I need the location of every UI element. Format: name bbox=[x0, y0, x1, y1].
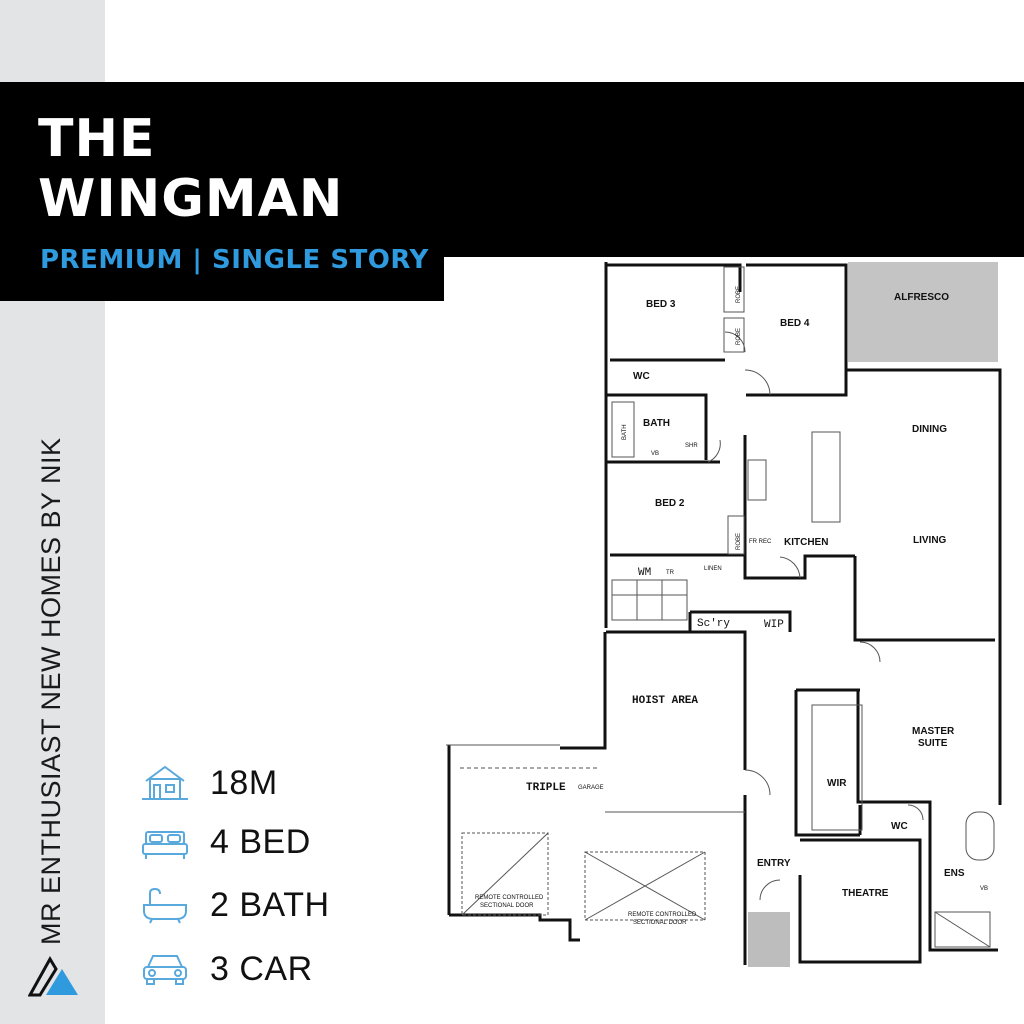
mountain-logo-icon bbox=[28, 956, 78, 997]
room-tr: TR bbox=[666, 570, 675, 576]
room-shr: SHR bbox=[685, 443, 698, 449]
room-robe-2: ROBE bbox=[736, 328, 742, 345]
bed-icon bbox=[142, 831, 188, 859]
room-living: LIVING bbox=[913, 535, 947, 546]
room-dining: DINING bbox=[912, 424, 947, 435]
stat-cars-label: 3 CAR bbox=[210, 949, 313, 988]
room-entry: ENTRY bbox=[757, 858, 791, 869]
garage-door-note-1b: SECTIONAL DOOR bbox=[480, 903, 534, 909]
house-icon bbox=[142, 765, 188, 800]
room-hoist-area: HOIST AREA bbox=[632, 695, 698, 707]
room-bed2: BED 2 bbox=[655, 498, 685, 509]
stat-cars: 3 CAR bbox=[140, 944, 400, 994]
stat-frontage: 18M bbox=[140, 758, 400, 808]
entry-porch bbox=[748, 912, 790, 967]
title-line-2: WINGMAN bbox=[38, 169, 344, 229]
room-vb-2: VB bbox=[980, 886, 988, 892]
garage-door-note-2a: REMOTE CONTROLLED bbox=[628, 912, 697, 918]
room-bath: BATH bbox=[643, 418, 670, 429]
room-wir: WIR bbox=[827, 778, 847, 789]
room-wm: WM bbox=[638, 567, 651, 579]
room-alfresco: ALFRESCO bbox=[894, 292, 949, 303]
room-wip: WIP bbox=[764, 619, 784, 631]
vertical-brand-text: MR ENTHUSIAST NEW HOMES BY NIK bbox=[36, 437, 66, 945]
stat-beds: 4 BED bbox=[140, 817, 400, 867]
room-bath-tub: BATH bbox=[622, 424, 628, 440]
room-theatre: THEATRE bbox=[842, 888, 889, 899]
subtitle: PREMIUM | SINGLE STORY bbox=[40, 245, 429, 275]
room-kitchen: KITCHEN bbox=[784, 537, 828, 548]
stat-beds-label: 4 BED bbox=[210, 822, 311, 861]
room-bed3: BED 3 bbox=[646, 299, 676, 310]
garage-door-note-1a: REMOTE CONTROLLED bbox=[475, 895, 544, 901]
room-ens: ENS bbox=[944, 868, 965, 879]
stat-baths: 2 BATH bbox=[140, 880, 400, 930]
room-master-2: SUITE bbox=[918, 738, 948, 749]
alfresco-area bbox=[848, 262, 998, 362]
room-robe-3: ROBE bbox=[736, 533, 742, 550]
room-scry: Sc'ry bbox=[697, 618, 730, 630]
room-fr-rec: FR REC bbox=[749, 539, 772, 545]
title-band bbox=[0, 82, 1024, 257]
room-garage: GARAGE bbox=[578, 785, 604, 791]
room-bed4: BED 4 bbox=[780, 318, 810, 329]
subtitle-band bbox=[0, 257, 444, 301]
room-triple: TRIPLE bbox=[526, 782, 566, 794]
bathtub-icon bbox=[143, 887, 187, 924]
room-robe-1: ROBE bbox=[736, 286, 742, 303]
garage-door-note-2b: SECTIONAL DOOR bbox=[633, 920, 687, 926]
stat-frontage-label: 18M bbox=[210, 763, 278, 802]
room-wc-2: WC bbox=[891, 821, 908, 832]
floor-plan: BED 3 BED 4 ALFRESCO ROBE ROBE WC BATH B… bbox=[446, 262, 1002, 967]
room-wc-1: WC bbox=[633, 371, 650, 382]
stat-baths-label: 2 BATH bbox=[210, 885, 330, 924]
car-icon bbox=[143, 955, 187, 985]
room-vb-1: VB bbox=[651, 451, 659, 457]
room-master-1: MASTER bbox=[912, 726, 955, 737]
room-linen: LINEN bbox=[704, 566, 722, 572]
title-line-1: THE bbox=[38, 109, 156, 169]
